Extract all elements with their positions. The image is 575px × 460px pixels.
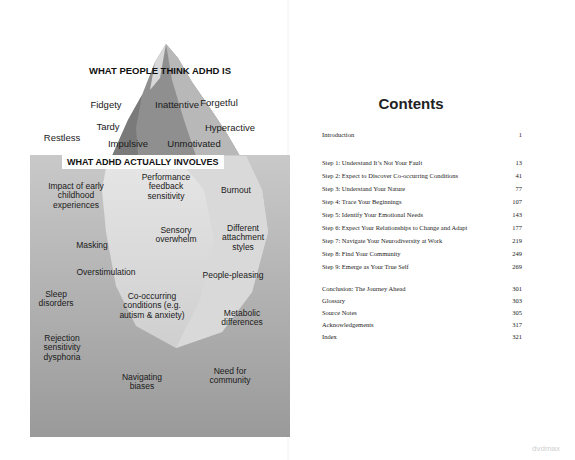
surface-trait: Inattentive <box>155 100 199 110</box>
surface-trait: Unmotivated <box>167 139 220 149</box>
heading-box: WHAT ADHD ACTUALLY INVOLVES <box>62 155 224 169</box>
hidden-trait: People-pleasing <box>203 271 264 280</box>
surface-trait: Tardy <box>96 122 119 132</box>
toc-entry: Introduction <box>322 131 354 138</box>
page-number: 177 <box>512 224 522 231</box>
page-number: 219 <box>512 237 522 244</box>
toc-entry: Step 8: Find Your Community <box>322 250 401 257</box>
hidden-trait: Need for community <box>204 367 256 386</box>
iceberg-underwater <box>102 156 268 348</box>
toc-entry: Step 6: Expect Your Relationships to Cha… <box>322 224 467 231</box>
surface-trait: Forgetful <box>200 98 238 108</box>
water-band <box>30 155 290 437</box>
page-number: 143 <box>512 211 522 218</box>
surface-trait: Restless <box>44 133 80 143</box>
toc-entry: Step 4: Trace Your Beginnings <box>322 198 402 205</box>
toc-entry: Step 5: Identify Your Emotional Needs <box>322 211 423 218</box>
page-number: 1 <box>519 131 522 138</box>
hidden-trait: Metabolic differences <box>216 309 268 328</box>
surface-trait: Impulsive <box>108 139 148 149</box>
page-number: 269 <box>512 263 522 270</box>
hidden-trait: Different attachment styles <box>218 224 268 252</box>
hidden-trait: Impact of early childhood experiences <box>43 182 109 210</box>
page-number: 305 <box>512 309 522 316</box>
toc-entry: Step 7: Navigate Your Neurodiversity at … <box>322 237 442 244</box>
page-number: 321 <box>512 333 522 340</box>
underwater-band: WHAT ADHD ACTUALLY INVOLVES Impact of ear… <box>30 155 290 437</box>
heading-text: WHAT PEOPLE THINK ADHD IS <box>89 66 231 76</box>
hidden-trait: Performance feedback sensitivity <box>138 173 194 201</box>
toc-entry: Glossary <box>322 297 345 304</box>
page-number: 303 <box>512 297 522 304</box>
page-number: 13 <box>516 159 523 166</box>
toc-entry: Conclusion: The Journey Ahead <box>322 285 405 292</box>
toc-entry: Step 1: Understand It’s Not Your Fault <box>322 159 422 166</box>
page-number: 77 <box>516 185 523 192</box>
hidden-trait: Sleep disorders <box>35 290 77 309</box>
toc-entry: Index <box>322 333 337 340</box>
page-number: 301 <box>512 285 522 292</box>
page-number: 317 <box>512 321 522 328</box>
heading-text: WHAT ADHD ACTUALLY INVOLVES <box>67 157 219 167</box>
hidden-trait: Co-occurring conditions (e.g. autism & a… <box>119 292 185 320</box>
toc-entry: Step 3: Understand Your Nature <box>322 185 405 192</box>
hidden-trait: Burnout <box>221 186 251 195</box>
contents-heading: Contents <box>379 96 444 113</box>
hidden-trait: Navigating biases <box>116 373 168 392</box>
hidden-trait: Masking <box>76 241 108 250</box>
watermark: dvdmax <box>532 445 560 454</box>
hidden-trait: Sensory overwhelm <box>151 226 201 245</box>
hidden-trait: Rejection sensitivity dysphoria <box>36 334 88 362</box>
toc-entry: Source Notes <box>322 309 357 316</box>
hidden-trait: Overstimulation <box>76 268 135 277</box>
toc-entry: Step 9: Emerge as Your True Self <box>322 263 409 270</box>
page-number: 249 <box>512 250 522 257</box>
toc-entry: Step 2: Expect to Discover Co-occurring … <box>322 172 458 179</box>
surface-trait: Fidgety <box>90 100 121 110</box>
surface-trait: Hyperactive <box>205 123 255 133</box>
page-number: 41 <box>516 172 523 179</box>
toc-entry: Acknowledgements <box>322 321 374 328</box>
page-number: 107 <box>512 198 522 205</box>
